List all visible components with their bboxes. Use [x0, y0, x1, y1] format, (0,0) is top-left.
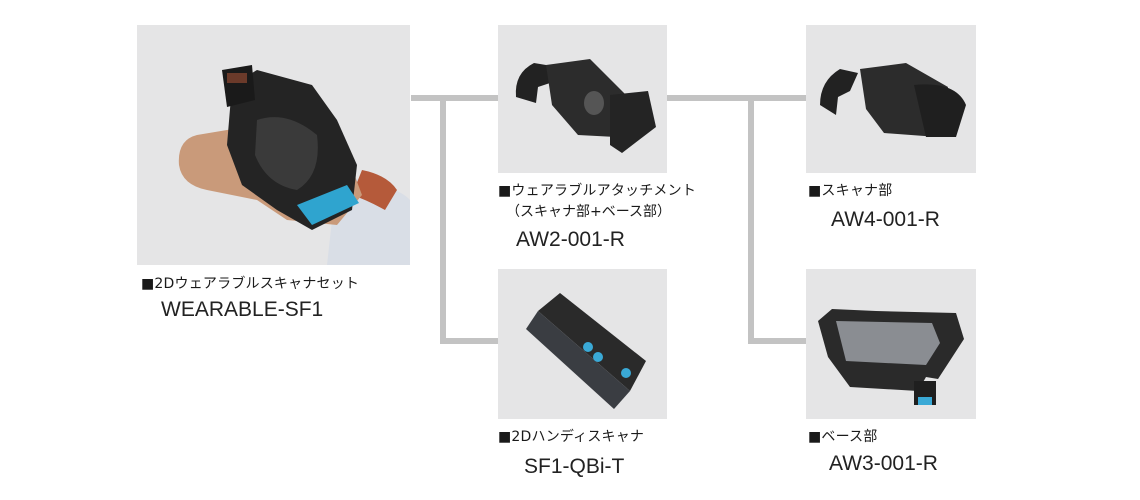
- product-caption: ■2Dウェアラブルスキャナセット: [141, 276, 360, 292]
- product-model: WEARABLE-SF1: [161, 298, 324, 321]
- product-caption: ■ウェアラブルアタッチメント: [498, 183, 697, 199]
- connector-line: [667, 95, 807, 101]
- product-model: SF1-QBi-T: [524, 455, 625, 478]
- handy-scanner-icon: [526, 293, 646, 409]
- product-caption: ■ベース部: [808, 429, 878, 445]
- product-photo-wearable-attachment: [498, 25, 667, 173]
- product-caption: ■2Dハンディスキャナ: [498, 429, 645, 445]
- product-model: AW2-001-R: [516, 228, 625, 251]
- product-photo-handy-scanner: [498, 269, 667, 419]
- product-photo-wearable-set: [137, 25, 410, 265]
- product-caption: ■スキャナ部: [808, 183, 893, 199]
- base-unit-icon: [818, 309, 964, 405]
- product-photo-scanner-unit: [806, 25, 976, 173]
- connector-line: [748, 338, 807, 344]
- glove-scanner-on-hand-icon: [178, 65, 410, 265]
- connector-line: [440, 95, 446, 344]
- wearable-attachment-icon: [515, 59, 656, 153]
- connector-line: [748, 95, 754, 344]
- product-model: AW3-001-R: [829, 452, 938, 475]
- connector-line: [411, 95, 498, 101]
- product-photo-base-unit: [806, 269, 976, 419]
- product-subcaption: （スキャナ部+ベース部）: [506, 204, 672, 220]
- scanner-unit-icon: [820, 63, 966, 137]
- connector-line: [440, 338, 498, 344]
- product-model: AW4-001-R: [831, 208, 940, 231]
